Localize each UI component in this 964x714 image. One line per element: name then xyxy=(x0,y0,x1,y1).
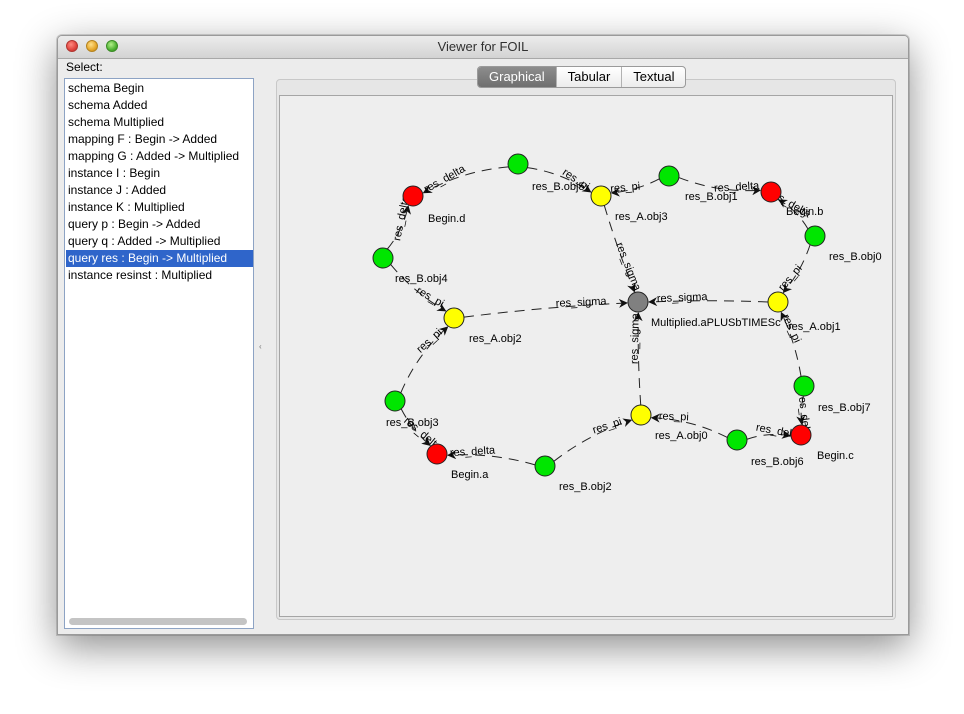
close-button[interactable] xyxy=(66,40,78,52)
node-label: res_B.obj0 xyxy=(829,251,882,263)
list-item[interactable]: instance J : Added xyxy=(68,183,167,197)
edge-label: res_sigma xyxy=(629,312,642,364)
graph-node[interactable] xyxy=(590,185,612,207)
tab-tabular[interactable]: Tabular xyxy=(555,67,622,87)
graph-node[interactable] xyxy=(384,390,406,412)
node-label: res_B.obj1 xyxy=(685,191,738,203)
graph-edge xyxy=(422,166,509,194)
scrollbar-thumb[interactable] xyxy=(69,618,247,625)
graph-node[interactable] xyxy=(534,455,556,477)
list-item[interactable]: instance I : Begin xyxy=(68,166,161,180)
list-item[interactable]: schema Multiplied xyxy=(68,115,165,129)
graph-edge xyxy=(796,395,806,425)
split-pane-divider[interactable]: ‹ xyxy=(259,342,262,351)
graph-node[interactable] xyxy=(658,165,680,187)
list-item[interactable]: schema Begin xyxy=(68,81,145,95)
graph-edge xyxy=(463,298,628,318)
edge-label: res_pi xyxy=(591,416,623,437)
graph-edge xyxy=(610,178,660,197)
list-item[interactable]: instance K : Multiplied xyxy=(68,200,185,214)
graph-node[interactable] xyxy=(760,181,782,203)
node-label: res_B.obj5 xyxy=(532,181,585,193)
graph-edge xyxy=(447,450,536,466)
zoom-button[interactable] xyxy=(106,40,118,52)
graph-edge xyxy=(603,205,636,293)
graph-node[interactable] xyxy=(426,443,448,465)
list-item[interactable]: query res : Begin -> Multiplied xyxy=(66,250,253,267)
graph-node[interactable] xyxy=(726,429,748,451)
graph-edge xyxy=(553,418,633,462)
edge-label: res_sigma xyxy=(555,295,607,309)
graph-node[interactable] xyxy=(804,225,826,247)
minimize-button[interactable] xyxy=(86,40,98,52)
edge-label: res_pi xyxy=(414,285,446,310)
horizontal-scrollbar[interactable] xyxy=(67,617,251,626)
graph-node[interactable] xyxy=(372,247,394,269)
list-item[interactable]: query p : Begin -> Added xyxy=(68,217,201,231)
graph-edge xyxy=(400,408,431,446)
graph-edge xyxy=(782,244,811,294)
edge-label: res_pi xyxy=(776,263,805,294)
graph-edge xyxy=(400,326,449,394)
node-label: res_B.obj2 xyxy=(559,481,612,493)
list-item[interactable]: instance resinst : Multiplied xyxy=(68,268,213,282)
edge-label: res_pi xyxy=(610,181,641,196)
edge-label: res_pi xyxy=(414,327,444,356)
node-label: Begin.a xyxy=(451,469,489,481)
edge-label: res_delta xyxy=(422,163,468,196)
node-label: res_B.obj7 xyxy=(818,402,871,414)
graph-node[interactable] xyxy=(767,291,789,313)
graph-node[interactable] xyxy=(402,185,424,207)
graph-edge xyxy=(678,177,762,196)
edge-label: res_delta xyxy=(450,444,497,459)
graph-node[interactable] xyxy=(443,307,465,329)
graph-node[interactable] xyxy=(793,375,815,397)
node-label: res_A.obj1 xyxy=(788,321,841,333)
window-title: Viewer for FOIL xyxy=(437,39,529,54)
graph-node[interactable] xyxy=(790,424,812,446)
graph-edge xyxy=(778,199,809,230)
edge-label: res_delta xyxy=(714,180,761,195)
node-label: Begin.c xyxy=(817,450,854,462)
tab-textual[interactable]: Textual xyxy=(621,67,685,87)
node-label: res_B.obj4 xyxy=(395,273,448,285)
graph-edge xyxy=(650,413,728,438)
tab-graphical[interactable]: Graphical xyxy=(478,67,556,87)
graph-edge xyxy=(746,430,791,440)
graph-edge xyxy=(648,297,769,307)
list-item[interactable]: mapping G : Added -> Multiplied xyxy=(68,149,240,163)
node-label: res_A.obj2 xyxy=(469,333,522,345)
graph-edge xyxy=(386,205,411,250)
graph-node[interactable] xyxy=(627,291,649,313)
graph-edge xyxy=(527,167,592,193)
node-label: Begin.b xyxy=(786,206,823,218)
title-bar[interactable]: Viewer for FOIL xyxy=(58,36,908,59)
graph-node[interactable] xyxy=(630,404,652,426)
node-label: res_A.obj0 xyxy=(655,430,708,442)
node-label: Begin.d xyxy=(428,213,465,225)
graph-edge xyxy=(780,311,802,377)
graph-edge xyxy=(390,264,447,312)
edge-label: res_pi xyxy=(659,410,689,423)
list-item[interactable]: mapping F : Begin -> Added xyxy=(68,132,218,146)
graph-node[interactable] xyxy=(507,153,529,175)
graph-edge xyxy=(633,312,643,406)
edge-label: res_sigma xyxy=(613,241,643,293)
object-list[interactable]: schema Begin schema Added schema Multiplie… xyxy=(64,78,254,629)
node-label: Multiplied.aPLUSbTIMESc xyxy=(651,317,781,329)
edge-label: res_sigma xyxy=(657,291,709,305)
view-tabs: Graphical Tabular Textual xyxy=(477,66,687,88)
node-label: res_B.obj6 xyxy=(751,456,804,468)
node-label: res_B.obj3 xyxy=(386,417,439,429)
node-label: res_A.obj3 xyxy=(615,211,668,223)
list-item[interactable]: query q : Added -> Multiplied xyxy=(68,234,221,248)
list-item[interactable]: schema Added xyxy=(68,98,148,112)
select-label: Select: xyxy=(66,60,103,74)
